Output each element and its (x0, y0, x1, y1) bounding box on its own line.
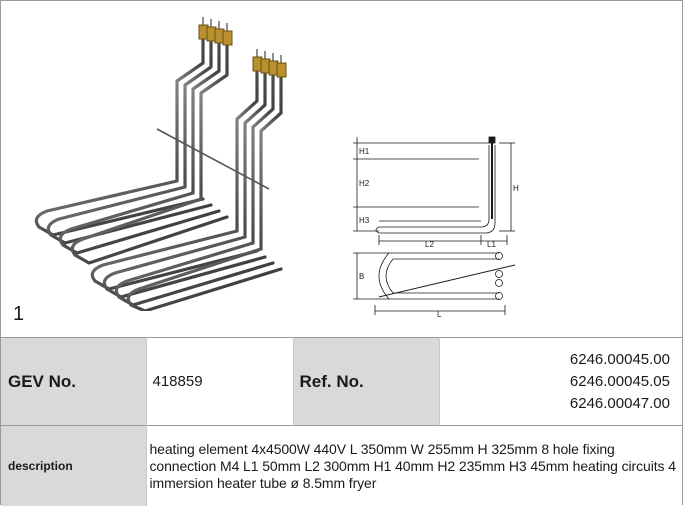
figure-number: 1 (13, 303, 24, 325)
technical-dimension-drawing: H1 H2 H3 H L2 L1 B L (349, 131, 519, 321)
label-h3: H3 (359, 216, 370, 225)
label-l: L (437, 310, 442, 319)
description-row: description heating element 4x4500W 440V… (1, 426, 682, 506)
ref-value: 6246.00045.00 (446, 349, 671, 371)
description-label: description (1, 426, 146, 506)
terminal-icon (489, 137, 495, 143)
ref-value: 6246.00045.05 (446, 371, 671, 393)
gev-value: 418859 (146, 338, 293, 426)
tube-bundle-right (92, 71, 281, 311)
heating-element-photo (7, 11, 307, 311)
ref-value: 6246.00047.00 (446, 393, 671, 415)
image-area: 1 (1, 1, 682, 337)
spec-table: GEV No. 418859 Ref. No. 6246.00045.00 62… (1, 337, 682, 506)
label-l1: L1 (487, 240, 496, 249)
ref-values: 6246.00045.00 6246.00045.05 6246.00047.0… (439, 338, 682, 426)
description-text: heating element 4x4500W 440V L 350mm W 2… (146, 426, 682, 506)
label-h1: H1 (359, 147, 370, 156)
ref-label: Ref. No. (293, 338, 439, 426)
label-h: H (513, 184, 519, 193)
label-l2: L2 (425, 240, 434, 249)
label-b: B (359, 272, 364, 281)
gev-label: GEV No. (1, 338, 146, 426)
id-row: GEV No. 418859 Ref. No. 6246.00045.00 62… (1, 338, 682, 426)
label-h2: H2 (359, 179, 370, 188)
